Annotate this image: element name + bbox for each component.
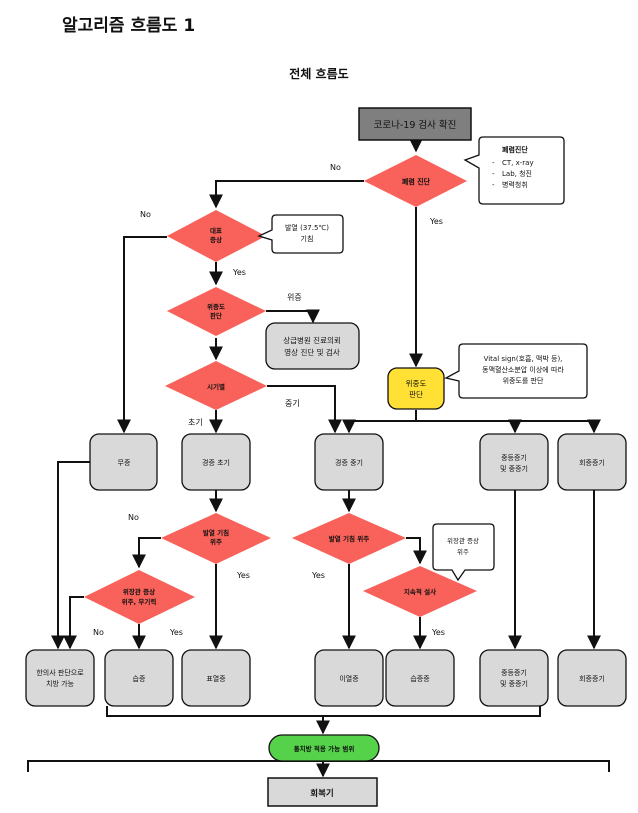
severe-stage-label: 및 중증기: [500, 464, 528, 473]
yellow-label: 판단: [409, 389, 423, 399]
start-label: 코로나-19 검사 확진: [374, 119, 457, 131]
fever-note-callout: [257, 214, 344, 254]
severity-judgement-box: [387, 367, 445, 410]
gi-note-callout: [432, 523, 495, 582]
severe-stage-box: [479, 433, 549, 491]
persistent-diarrhea-diamond: [363, 566, 477, 617]
fever1-label: 발열 기침: [203, 528, 229, 537]
recovery-stage-box: [557, 433, 627, 491]
asymptomatic-box: [89, 433, 158, 491]
mild-mid-box: [314, 433, 384, 491]
start-box: [358, 107, 472, 141]
label-severe: 위증: [287, 293, 302, 302]
kmd-judgement-box: [25, 649, 95, 707]
interior-heat-box: [314, 649, 384, 707]
fever2-label: 발열 기침 위주: [329, 534, 369, 543]
treatment-range-label: 통치방 적용 가능 범위: [294, 744, 355, 753]
hospital-text: 상급병원 진료의뢰: [283, 335, 341, 345]
fever-note-text: 기침: [301, 234, 314, 243]
severe-result-label: 및 중증기: [500, 679, 528, 688]
chart-title: 전체 흐름도: [289, 66, 348, 81]
fever-cough-diamond-2: [292, 513, 406, 564]
gi-note-text: 위주: [457, 548, 469, 556]
lung-note-dash: -: [492, 181, 495, 189]
vital-note-text: Vital sign(호흡, 맥박 등),: [484, 354, 563, 363]
gi-label: 위주, 무기력: [122, 597, 157, 606]
recovery-stage-label: 회증증기: [579, 458, 605, 467]
dampness2-label: 습증증: [410, 674, 430, 683]
label-no: No: [128, 513, 139, 522]
severe-result-box: [479, 649, 549, 707]
representative-symptom-diamond: [167, 210, 266, 262]
mild-early-box: [181, 433, 251, 491]
lung-note-dash: -: [492, 159, 495, 167]
persist-label: 지속적 설사: [404, 587, 436, 596]
label-no: No: [140, 210, 151, 219]
rep-symptom-label: 대표: [210, 226, 222, 235]
label-yes: Yes: [169, 628, 183, 637]
mild-early-label: 경증 초기: [202, 458, 230, 467]
page-title: 알고리즘 흐름도 1: [62, 16, 195, 36]
rep-symptom-label: 증상: [210, 235, 222, 244]
severity-diamond: [167, 287, 266, 336]
label-no: No: [93, 628, 104, 637]
label-early: 초기: [188, 418, 203, 427]
phase-diamond: [165, 361, 267, 410]
gi-note-text: 위장관 증상: [447, 536, 479, 545]
interior-heat-label: 이열증: [339, 674, 359, 683]
hospital-referral-box: [265, 322, 360, 370]
hospital-text: 영상 진단 및 검사: [284, 347, 340, 357]
lung-note-dash: -: [492, 170, 495, 178]
lung-note-item: 병력청취: [502, 180, 528, 189]
kmd-label: 치방 가능: [46, 679, 75, 688]
kmd-label: 한의사 판단으로: [36, 668, 84, 677]
fever-cough-diamond: [161, 513, 271, 564]
yellow-label: 위중도: [406, 379, 427, 388]
exterior-heat-label: 표열증: [206, 675, 226, 683]
severe-stage-label: 중등증기: [501, 453, 527, 462]
exterior-heat-box: [181, 649, 251, 707]
label-yes: Yes: [236, 571, 250, 580]
lung-note-title: 폐렴진단: [502, 145, 528, 154]
recovery-result-box: [557, 649, 627, 707]
treatment-range-box: [268, 734, 380, 762]
lung-note-item: CT, x-ray: [502, 159, 534, 167]
label-yes: Yes: [431, 628, 445, 637]
vital-note-callout: [444, 343, 588, 399]
label-no: No: [330, 163, 341, 172]
label-mid: 중기: [285, 399, 300, 408]
fever-note-text: 발열 (37.5℃): [285, 223, 329, 232]
vital-note-text: 위중도를 판단: [503, 376, 544, 385]
dampness-label: 습증: [133, 674, 146, 683]
fever1-label: 위주: [210, 537, 222, 546]
gi-label: 위장관 증상: [123, 587, 155, 596]
dampness-box-2: [385, 649, 455, 707]
lung-note-item: Lab, 청진: [502, 169, 532, 178]
recovery-final-label: 회복기: [310, 788, 333, 799]
label-yes: Yes: [429, 217, 443, 226]
gi-symptom-diamond: [84, 570, 195, 624]
label-yes: Yes: [232, 268, 246, 277]
dampness-box: [104, 649, 174, 707]
recovery-final-box: [267, 777, 378, 807]
lung-diagnosis-label: 폐렴 진단: [402, 177, 431, 186]
mild-mid-label: 경증 중기: [335, 458, 363, 467]
lung-note-callout: [463, 136, 565, 205]
severity-label: 위중도: [207, 302, 225, 311]
vital-note-text: 동맥혈산소분압 이상에 따라: [482, 365, 564, 374]
label-yes: Yes: [311, 571, 325, 580]
asymptomatic-label: 무증: [118, 459, 131, 467]
lung-diagnosis-diamond: [364, 155, 467, 207]
phase-label: 시기별: [207, 382, 225, 391]
severe-result-label: 중등증기: [501, 668, 527, 677]
recovery-result-label: 회증증기: [579, 674, 605, 683]
severity-label: 판단: [210, 311, 222, 320]
